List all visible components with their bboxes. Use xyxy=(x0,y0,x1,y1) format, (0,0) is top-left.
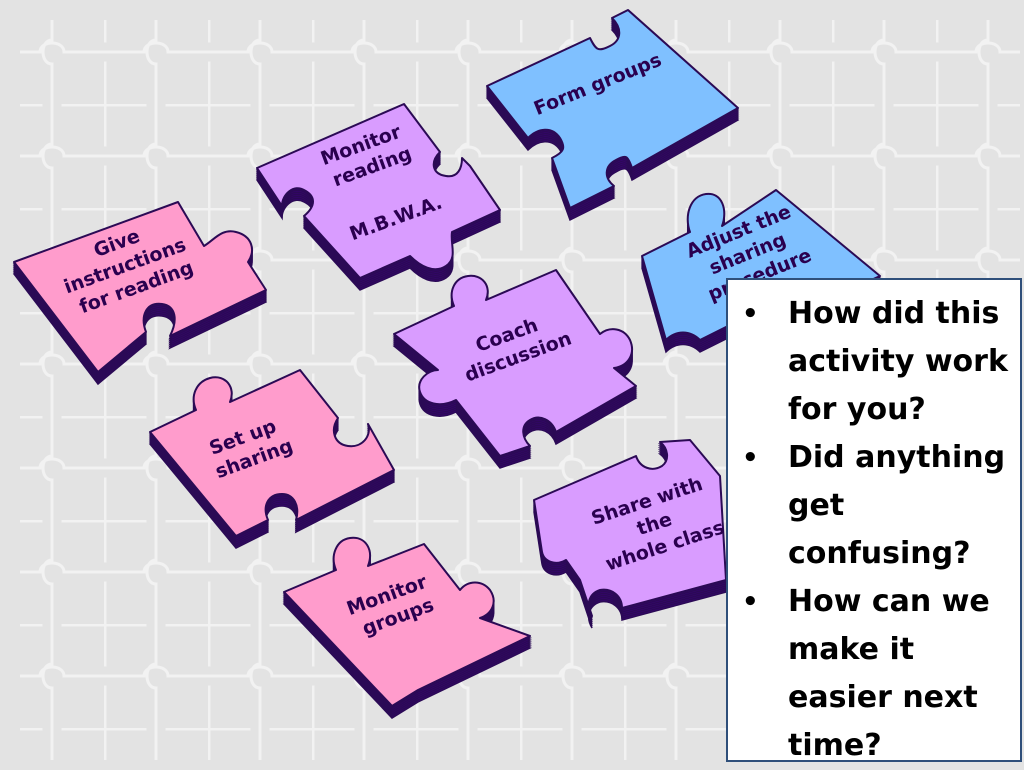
piece-face xyxy=(149,369,395,537)
piece-face xyxy=(486,9,739,209)
question-text: How did this activity work for you? xyxy=(788,296,1008,427)
piece-face xyxy=(256,103,501,279)
piece-monitor-reading: Monitor reading M.B.W.A. xyxy=(255,103,502,291)
question-list: • How did this activity work for you? • … xyxy=(738,290,1008,770)
bullet: • xyxy=(742,443,759,473)
piece-face xyxy=(393,269,637,457)
piece-share-whole-class: Share with the whole class xyxy=(533,439,727,629)
piece-face xyxy=(283,536,531,707)
question-item: • How can we make it easier next time? xyxy=(738,578,1008,770)
question-item: • How did this activity work for you? xyxy=(738,290,1008,434)
question-text: Did anything get confusing? xyxy=(788,440,1006,571)
question-item: • Did anything get confusing? xyxy=(738,434,1008,578)
piece-monitor-groups: Monitor groups xyxy=(282,536,532,719)
bullet: • xyxy=(742,587,759,617)
piece-form-groups: Form groups xyxy=(485,9,740,222)
bullet: • xyxy=(742,299,759,329)
reflection-questions-box: • How did this activity work for you? • … xyxy=(726,278,1022,763)
question-text: How can we make it easier next time? xyxy=(788,584,990,763)
piece-coach-discussion: Coach discussion xyxy=(392,269,638,469)
piece-give-instructions: Give instructions for reading xyxy=(12,201,268,386)
piece-set-up-sharing: Set up sharing xyxy=(148,369,396,549)
piece-face xyxy=(533,439,727,617)
piece-face xyxy=(13,201,267,373)
